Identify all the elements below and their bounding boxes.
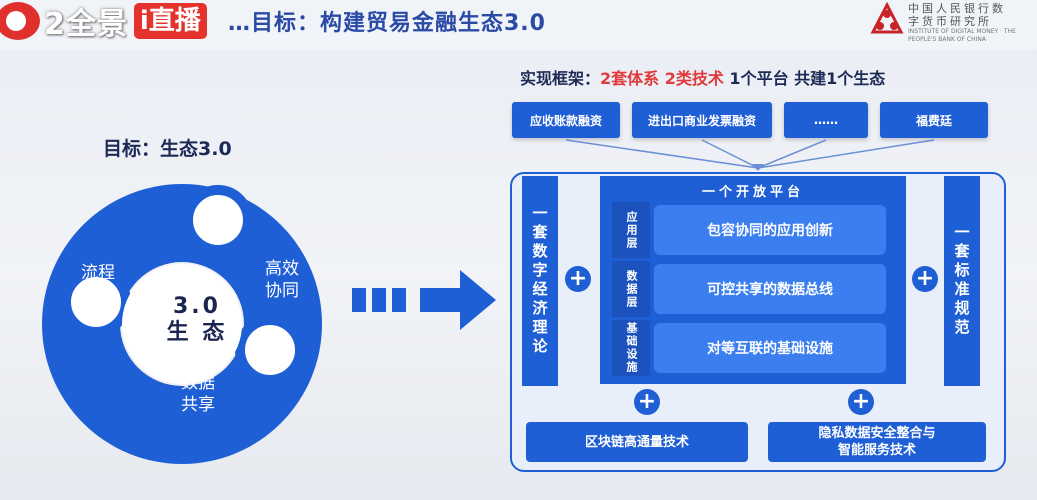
framework-title-suffix: 1个平台 共建1个生态 bbox=[723, 69, 886, 88]
tech-label: 区块链高通量技术 bbox=[584, 434, 689, 450]
slide-title: …目标：构建贸易金融生态3.0 bbox=[228, 11, 546, 36]
segment-label: 数据 bbox=[181, 373, 215, 393]
center-label-line: 3.0 bbox=[173, 294, 221, 319]
ring-center-label: 3.0 生 态 bbox=[152, 294, 242, 346]
broadcast-logo-text: 2全景 bbox=[44, 7, 128, 42]
broadcast-logo: 2全景 i直播 bbox=[0, 0, 207, 42]
org-logo: 中国人民银行数字货币研究所 INSTITUTE OF DIGITAL MONEY… bbox=[870, 2, 1028, 44]
segment-label: 流程 bbox=[81, 263, 115, 283]
segment-label: 高效 bbox=[265, 259, 299, 279]
segment-label: 协同 bbox=[265, 281, 299, 301]
pboc-emblem-icon bbox=[870, 2, 904, 34]
framework-title-prefix: 实现框架： bbox=[520, 69, 601, 88]
layer-application: 包容协同的应用创新 bbox=[654, 205, 886, 255]
ring-node-2 bbox=[61, 267, 131, 337]
segment-process-reengineering: 流程 再造 bbox=[70, 262, 126, 306]
segment-data-sharing: 数据 共享 bbox=[170, 372, 226, 416]
layer-tag-application: 应用层 bbox=[612, 202, 650, 258]
org-name-cn: 中国人民银行数字货币研究所 bbox=[908, 2, 1006, 28]
platform-title: 一个开放平台 bbox=[701, 185, 804, 200]
ring-node-3 bbox=[235, 315, 305, 385]
center-label-line: 生 态 bbox=[166, 320, 228, 345]
segment-label: 共享 bbox=[181, 395, 215, 415]
layer-data: 可控共享的数据总线 bbox=[654, 264, 886, 314]
arrow-right-icon bbox=[460, 270, 496, 330]
plus-icon: + bbox=[565, 266, 591, 292]
tech-label: 隐私数据安全整合与 bbox=[818, 426, 936, 441]
left-system-bar: 一套数字经济理论 bbox=[522, 176, 558, 386]
layer-infrastructure: 对等互联的基础设施 bbox=[654, 323, 886, 373]
framework-title-highlight: 2套体系 2类技术 bbox=[600, 69, 724, 88]
ecosystem-ring bbox=[42, 184, 322, 464]
ring-node-1 bbox=[183, 185, 253, 255]
segment-label: 再造 bbox=[81, 285, 115, 305]
tech-label: 智能服务技术 bbox=[837, 443, 916, 458]
live-badge: i直播 bbox=[133, 3, 207, 39]
converging-lines bbox=[565, 139, 935, 171]
broadcast-logo-icon bbox=[0, 2, 40, 40]
goal-label: 目标：生态3.0 bbox=[103, 138, 232, 160]
org-name-en: INSTITUTE OF DIGITAL MONEY · THE PEOPLE'… bbox=[908, 28, 1016, 43]
scenario-receivables-financing: 应收账款融资 bbox=[512, 102, 620, 138]
plus-icon: + bbox=[912, 266, 938, 292]
scenario-forfaiting: 福费廷 bbox=[880, 102, 988, 138]
arrow-shaft bbox=[420, 288, 462, 312]
segment-efficient-collaboration: 高效 协同 bbox=[254, 258, 310, 302]
tech-privacy-data: 隐私数据安全整合与 智能服务技术 bbox=[768, 422, 986, 462]
right-system-bar: 一套标准规范 bbox=[944, 176, 980, 386]
tech-blockchain: 区块链高通量技术 bbox=[526, 422, 748, 462]
arrow-dash-3 bbox=[392, 288, 406, 312]
arrow-dash-1 bbox=[352, 288, 366, 312]
scenario-invoice-financing: 进出口商业发票融资 bbox=[632, 102, 772, 138]
arrow-dash-2 bbox=[372, 288, 386, 312]
layer-tag-infrastructure: 基础设施 bbox=[612, 320, 650, 376]
framework-title: 实现框架：2套体系 2类技术 1个平台 共建1个生态 bbox=[520, 65, 885, 89]
plus-icon: + bbox=[848, 389, 874, 415]
scenario-ellipsis: …… bbox=[784, 102, 868, 138]
layer-tag-data: 数据层 bbox=[612, 261, 650, 317]
plus-icon: + bbox=[634, 389, 660, 415]
ring-center bbox=[122, 264, 242, 384]
